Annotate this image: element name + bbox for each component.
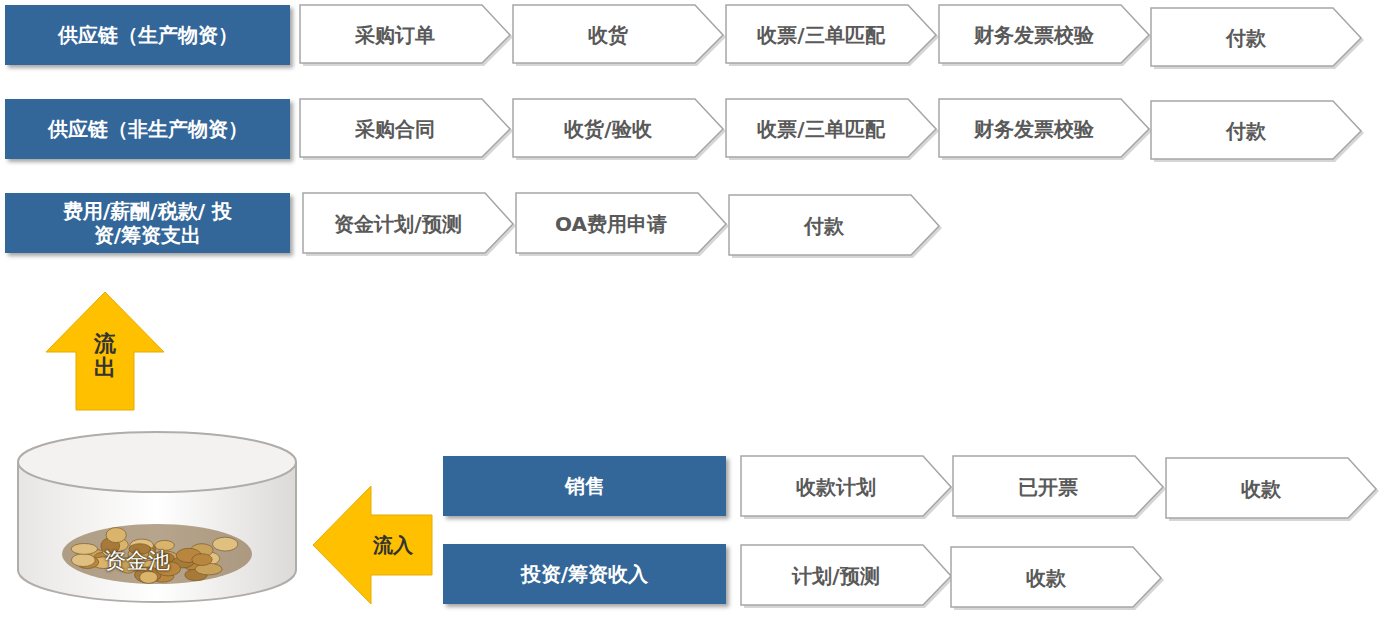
step-chevron: 计划/预测 xyxy=(741,545,953,607)
step-label: 流出 xyxy=(94,332,116,380)
step-label: 已开票 xyxy=(1018,475,1100,499)
step-label: 采购合同 xyxy=(355,117,457,141)
step-label: 收款计划 xyxy=(796,475,898,499)
cylinder-top xyxy=(18,432,296,492)
step-chevron: 收款 xyxy=(1166,458,1378,520)
category-label: 供应链（非生产物资） xyxy=(48,117,248,141)
category-label: 销售 xyxy=(565,474,605,498)
chevron-outline xyxy=(1151,101,1361,159)
outflow-arrow: 流出 xyxy=(46,292,164,412)
step-label: 收货/验收 xyxy=(564,117,673,141)
category-label: 供应链（生产物资） xyxy=(58,23,238,47)
step-chevron: 收票/三单匹配 xyxy=(726,5,938,65)
step-chevron: 收款计划 xyxy=(741,456,953,518)
coins-illustration xyxy=(62,524,252,584)
coin xyxy=(71,554,95,567)
inflow-arrow: 流入 xyxy=(313,486,433,604)
coin xyxy=(71,544,97,555)
cyl-shape xyxy=(15,430,299,604)
step-chevron: 采购订单 xyxy=(300,5,512,65)
category-box: 供应链（生产物资） xyxy=(5,5,290,65)
step-chevron: 财务发票校验 xyxy=(939,99,1151,159)
step-label: 收货 xyxy=(588,23,650,47)
chevron-outline xyxy=(953,456,1163,516)
coin xyxy=(106,528,126,543)
step-label: 付款 xyxy=(1226,26,1288,50)
step-label: 资金池 xyxy=(104,548,170,574)
chevron-outline xyxy=(939,99,1149,157)
arrow-outline xyxy=(46,292,164,410)
chevron-outline xyxy=(951,547,1161,607)
category-label: 费用/薪酬/税款/ 投资/筹资支出 xyxy=(55,199,240,247)
chevron-outline xyxy=(741,545,951,605)
arrow-outline xyxy=(313,486,432,604)
chevron-outline xyxy=(729,195,939,255)
step-label: 流入 xyxy=(373,533,413,557)
category-box: 费用/薪酬/税款/ 投资/筹资支出 xyxy=(5,193,290,253)
category-box: 投资/筹资收入 xyxy=(443,544,726,604)
chevron-outline xyxy=(513,99,723,157)
chevron-outline xyxy=(513,5,723,63)
category-box: 供应链（非生产物资） xyxy=(5,99,290,159)
chevron-outline xyxy=(303,193,513,253)
step-chevron: 财务发票校验 xyxy=(939,5,1151,65)
step-label: 资金计划/预测 xyxy=(334,212,483,236)
chevron-outline xyxy=(516,193,726,253)
coin xyxy=(213,537,238,551)
step-chevron: OA费用申请 xyxy=(516,193,728,255)
step-chevron: 付款 xyxy=(729,195,941,257)
step-label: 财务发票校验 xyxy=(974,117,1116,141)
step-label: 收款 xyxy=(1241,477,1303,501)
chevron-outline xyxy=(726,5,936,63)
step-chevron: 付款 xyxy=(1151,8,1363,68)
step-label: OA费用申请 xyxy=(555,212,689,236)
step-label: 收款 xyxy=(1026,566,1088,590)
step-chevron: 付款 xyxy=(1151,101,1363,161)
coin xyxy=(140,571,158,583)
chevron-outline xyxy=(939,5,1149,63)
chevron-outline xyxy=(741,456,951,516)
category-box: 销售 xyxy=(443,456,726,516)
step-label: 付款 xyxy=(804,214,866,238)
step-chevron: 资金计划/预测 xyxy=(303,193,515,255)
chevron-outline xyxy=(300,99,510,157)
step-label: 收票/三单匹配 xyxy=(757,117,906,141)
step-label: 收票/三单匹配 xyxy=(757,23,906,47)
chevron-outline xyxy=(1166,458,1376,518)
fund-pool-cylinder: 资金池 xyxy=(15,430,299,604)
step-chevron: 已开票 xyxy=(953,456,1165,518)
step-chevron: 收货/验收 xyxy=(513,99,725,159)
coin xyxy=(192,554,212,566)
step-label: 计划/预测 xyxy=(792,564,901,588)
coin-pile xyxy=(62,524,252,584)
step-chevron: 收票/三单匹配 xyxy=(726,99,938,159)
step-chevron: 收款 xyxy=(951,547,1163,609)
step-chevron: 采购合同 xyxy=(300,99,512,159)
step-chevron: 收货 xyxy=(513,5,725,65)
step-label: 财务发票校验 xyxy=(974,23,1116,47)
chevron-outline xyxy=(1151,8,1361,66)
chevron-outline xyxy=(726,99,936,157)
category-label: 投资/筹资收入 xyxy=(521,562,648,586)
step-label: 采购订单 xyxy=(355,23,457,47)
step-label: 付款 xyxy=(1226,119,1288,143)
chevron-outline xyxy=(300,5,510,63)
